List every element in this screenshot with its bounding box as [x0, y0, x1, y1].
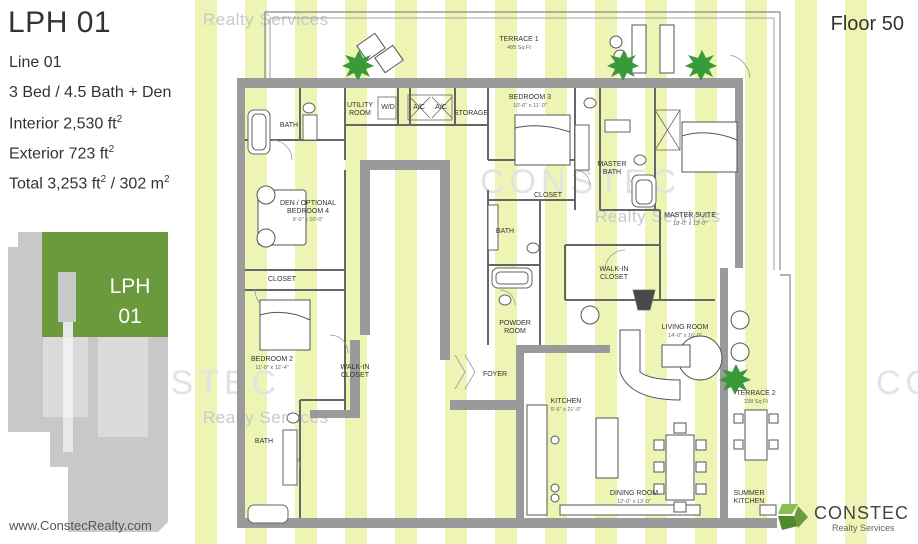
spec-total-text: Total 3,253 ft [9, 175, 101, 193]
sup-2: 2 [108, 144, 115, 155]
label-wd: W/D [381, 104, 395, 111]
sup-2: 2 [100, 174, 107, 185]
floor-label: Floor 50 [830, 13, 904, 35]
sup-2: 2 [164, 174, 170, 185]
dining-name: DINING ROOM [609, 490, 659, 497]
logo-name: CONSTEC [814, 503, 910, 523]
unit-title: LPH 01 [8, 6, 112, 39]
spec-line: Line 01 [9, 54, 62, 71]
label-master-suite: MASTER SUITE 18'-0" x 13'-0" [664, 212, 716, 228]
watermark-brand-right: CONSTEC [876, 364, 918, 402]
watermark-sub-mid: Realty Services [595, 207, 721, 226]
master-suite-name: MASTER SUITE [664, 212, 716, 219]
bedroom2-name: BEDROOM 2 [250, 356, 294, 363]
kitchen-dim: 9'-6" x 21'-0" [550, 407, 582, 413]
spec-exterior: Exterior 723 ft2 [9, 144, 114, 163]
label-ac-1: A/C [413, 104, 425, 111]
key-plan-label: LPH 01 [92, 272, 168, 332]
label-kitchen: KITCHEN 9'-6" x 21'-0" [551, 398, 582, 414]
label-bath-top: BATH [279, 122, 299, 129]
key-plan-label-line2: 01 [118, 305, 142, 328]
spec-interior: Interior 2,530 ft2 [9, 114, 122, 133]
constec-logo: CONSTEC Realty Services [776, 500, 910, 534]
site-url[interactable]: www.ConstecRealty.com [9, 518, 152, 533]
dining-dim: 12'-0" x 13'-0" [617, 499, 651, 505]
label-bedroom-2: BEDROOM 2 11'-0" x 12'-4" [251, 356, 293, 372]
spec-interior-text: Interior 2,530 ft [9, 115, 117, 133]
key-plan [8, 232, 168, 532]
label-master-bath: MASTER BATH [597, 161, 627, 176]
spec-total-metric: / 302 m [106, 175, 164, 193]
label-bedroom-3: BEDROOM 3 10'-0" x 11'-0" [509, 94, 551, 110]
spec-layout: 3 Bed / 4.5 Bath + Den [9, 84, 172, 101]
terrace2-name: TERRACE 2 [736, 390, 776, 397]
label-bath-mid: BATH [495, 228, 515, 235]
label-powder-room: POWDER ROOM [499, 320, 531, 335]
master-suite-dim: 18'-0" x 13'-0" [673, 221, 707, 227]
terrace1-dim: 485 Sq Ft [507, 45, 531, 51]
label-summer-kitchen: SUMMER KITCHEN [733, 490, 765, 505]
constec-logo-mark [778, 504, 808, 530]
bedroom3-name: BEDROOM 3 [508, 94, 552, 101]
key-plan-label-line1: LPH [109, 275, 151, 298]
label-closet-den: CLOSET [267, 276, 297, 283]
living-name: LIVING ROOM [661, 324, 709, 331]
label-den: DEN / OPTIONAL BEDROOM 4 9'-0" x 10'-0" [273, 200, 343, 224]
label-storage: STORAGE [453, 110, 489, 117]
label-closet-b3: CLOSET [533, 192, 563, 199]
label-dining-room: DINING ROOM 12'-0" x 13'-0" [610, 490, 658, 506]
den-dim: 9'-0" x 10'-0" [292, 217, 324, 223]
label-terrace-2: TERRACE 2 238 Sq Ft [736, 390, 775, 406]
label-utility-room: UTILITY ROOM [346, 102, 374, 117]
bedroom3-dim: 10'-0" x 11'-0" [513, 103, 547, 109]
label-living-room: LIVING ROOM 14'-0" x 16'-0" [662, 324, 709, 340]
label-walkin-b2: WALK-IN CLOSET [340, 364, 370, 379]
label-terrace-1: TERRACE 1 485 Sq Ft [499, 36, 538, 52]
sup-2: 2 [116, 114, 123, 125]
bedroom2-dim: 11'-0" x 12'-4" [255, 365, 289, 371]
terrace2-dim: 238 Sq Ft [744, 399, 768, 405]
label-ac-2: A/C [435, 104, 447, 111]
den-name: DEN / OPTIONAL BEDROOM 4 [279, 200, 336, 215]
label-bath-bottom: BATH [254, 438, 274, 445]
kitchen-name: KITCHEN [550, 398, 582, 405]
terrace1-name: TERRACE 1 [499, 36, 539, 43]
label-walkin-master: WALK-IN CLOSET [599, 266, 629, 281]
label-foyer: FOYER [482, 371, 508, 378]
logo-sub: Realty Services [832, 523, 895, 533]
spec-total: Total 3,253 ft2 / 302 m2 [9, 174, 170, 193]
spec-exterior-text: Exterior 723 ft [9, 145, 109, 163]
living-dim: 14'-0" x 16'-0" [668, 333, 702, 339]
